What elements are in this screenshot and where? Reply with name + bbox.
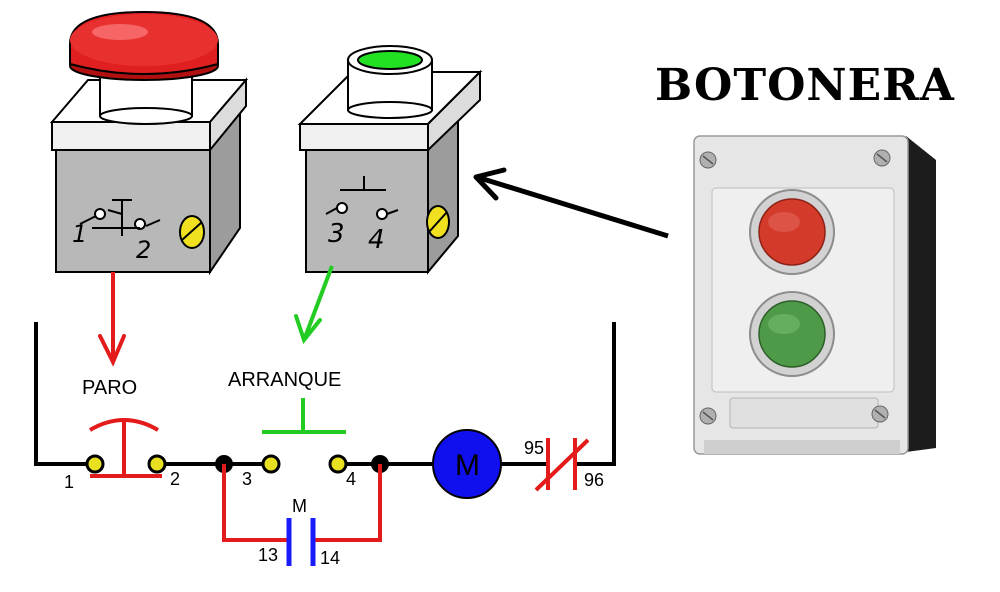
- terminal-label-95: 95: [524, 438, 544, 458]
- aux-contact-label: M: [292, 496, 307, 516]
- two-button-control-station-icon: [693, 135, 936, 455]
- stop-contact-symbol: [85, 418, 167, 478]
- start-indicator-arrow: [294, 265, 334, 345]
- terminal-label-14: 14: [320, 548, 340, 568]
- page-title: BOTONERA: [655, 60, 955, 111]
- start-body-terminal-3: 3: [328, 219, 345, 249]
- stop-body-terminal-2: 2: [136, 236, 151, 264]
- stop-indicator-arrow: [98, 272, 126, 367]
- start-label: ARRANQUE: [228, 369, 341, 391]
- motor-label: M: [455, 449, 480, 482]
- start-contact-symbol: [261, 398, 348, 474]
- overload-contact-symbol: [534, 438, 590, 492]
- terminal-label-13: 13: [258, 545, 278, 565]
- pointer-arrow: [473, 167, 669, 239]
- green-flush-pushbutton-icon: 3 4: [297, 45, 483, 275]
- stop-body-terminal-1: 1: [72, 220, 87, 248]
- terminal-label-4: 4: [346, 469, 356, 489]
- terminal-label-3: 3: [242, 469, 252, 489]
- stop-label: PARO: [82, 377, 137, 399]
- red-mushroom-pushbutton-icon: 1 2: [49, 10, 249, 276]
- terminal-label-1: 1: [64, 472, 74, 492]
- start-body-terminal-4: 4: [368, 225, 385, 255]
- terminal-label-2: 2: [170, 469, 180, 489]
- auxiliary-contact-branch: [222, 464, 382, 566]
- terminal-label-96: 96: [584, 470, 604, 490]
- motor-symbol: [432, 429, 502, 499]
